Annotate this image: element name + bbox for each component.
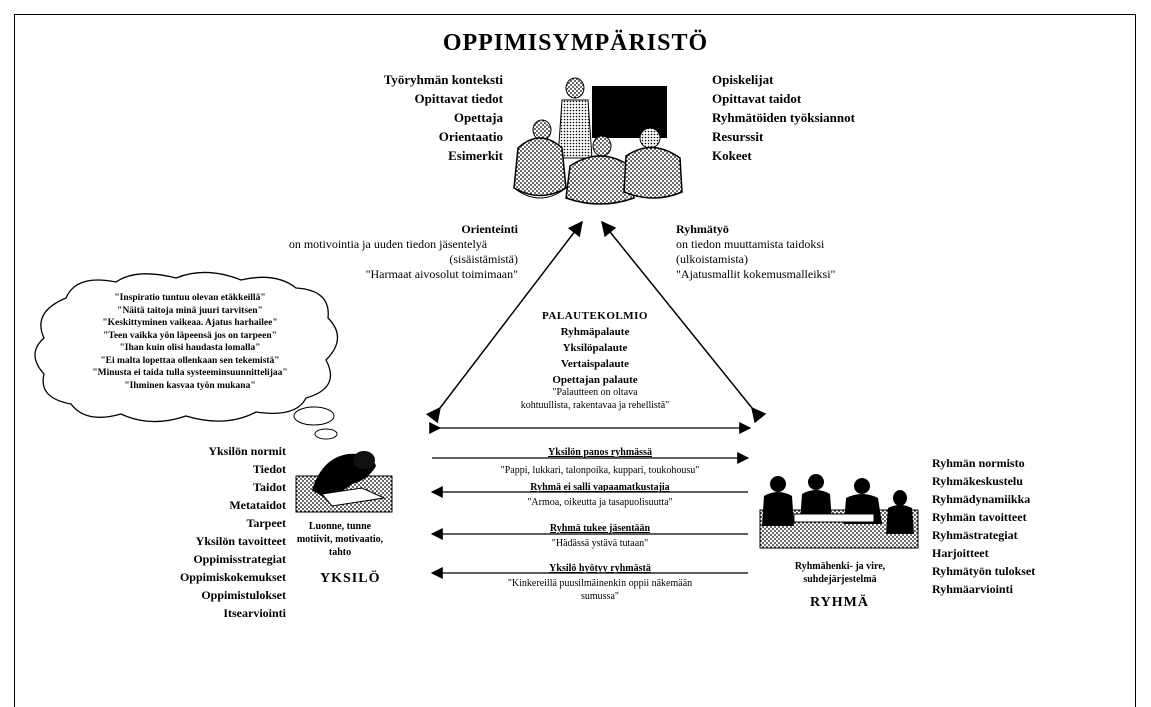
group-item: Ryhmädynamiikka: [932, 492, 1031, 506]
thought-line: "Minusta ei taida tulla systeeminsuunnit…: [92, 368, 288, 378]
group-item: Ryhmän tavoitteet: [932, 510, 1027, 524]
group-item: Ryhmän normisto: [932, 456, 1025, 470]
group-list: Ryhmän normisto Ryhmäkeskustelu Ryhmädyn…: [932, 454, 1122, 598]
arrow-label-1: Yksilön panos ryhmässä "Pappi, lukkari, …: [450, 446, 750, 477]
env-left-item: Opettaja: [453, 110, 503, 125]
individual-item: Tarpeet: [246, 516, 286, 530]
group-item: Harjoitteet: [932, 546, 989, 560]
individual-caption: Luonne, tunne motiivit, motivaatio, taht…: [286, 520, 394, 559]
group-label: RYHMÄ: [810, 595, 869, 610]
arrow-orientation: [425, 220, 583, 424]
arrow-label-quote: sumussa": [581, 591, 619, 602]
group-illustration: [759, 474, 919, 549]
feedback-quote-line: kohtuullista, rakentavaa ja rehellistä": [520, 400, 670, 411]
env-left-item: Esimerkit: [448, 148, 503, 163]
group-caption-line: Ryhmähenki- ja vire,: [794, 561, 886, 572]
arrow-label-quote: "Armoa, oikeutta ja tasapuolisuutta": [527, 497, 673, 508]
env-right-item: Resurssit: [712, 129, 764, 144]
group-item: Ryhmästrategiat: [932, 528, 1018, 542]
arrow-groupwork: [601, 220, 767, 424]
individual-item: Tiedot: [252, 462, 286, 476]
individual-illustration: [295, 451, 393, 513]
thought-line: "Teen vaikka yön läpeensä jos on tarpeen…: [103, 330, 277, 341]
diagram-title: OPPIMISYMPÄRISTÖ: [442, 30, 709, 56]
group-caption-line: suhdejärjestelmä: [803, 574, 877, 585]
arrow-label-quote: "Hädässä ystävä tutaan": [551, 538, 649, 549]
arrow-label-title: Ryhmä tukee jäsentään: [549, 523, 651, 534]
individual-item: Oppimisstrategiat: [193, 552, 286, 566]
env-right-item: Opittavat taidot: [712, 91, 802, 106]
env-left-item: Työryhmän konteksti: [383, 72, 503, 87]
environment-right-list: Opiskelijat Opittavat taidot Ryhmätöiden…: [712, 70, 952, 165]
thought-line: "Ihan kuin olisi haudasta lomalla": [119, 343, 261, 353]
group-item: Ryhmäarviointi: [932, 582, 1013, 596]
thought-cloud: [34, 271, 339, 440]
arrow-label-quote: "Kinkereillä puusilmäinenkin oppii näkem…: [507, 578, 693, 589]
arrow-label-3: Ryhmä tukee jäsentään "Hädässä ystävä tu…: [450, 522, 750, 550]
env-right-item: Kokeet: [712, 148, 752, 163]
feedback-quote-line: "Palautteen on oltava: [552, 387, 638, 398]
arrow-label-title: Yksilö hyötyy ryhmästä: [549, 563, 651, 574]
arrow-label-title: Yksilön panos ryhmässä: [548, 447, 652, 458]
thought-line: "Keskittyminen vaikeaa. Ajatus harhailee…: [102, 318, 278, 328]
individual-caption-line: tahto: [328, 547, 352, 558]
arrow-label-quote: "Pappi, lukkari, talonpoika, kuppari, to…: [500, 465, 700, 476]
thought-line: "Inspiratio tuntuu olevan etäkkeillä": [114, 293, 266, 303]
diagram-frame: [14, 14, 1136, 707]
env-right-item: Opiskelijat: [712, 72, 774, 87]
group-caption: Ryhmähenki- ja vire, suhdejärjestelmä: [770, 560, 910, 586]
individual-item: Metataidot: [229, 498, 286, 512]
arrow-label-2: Ryhmä ei salli vapaamatkustajia "Armoa, …: [450, 481, 750, 509]
individual-item: Yksilön normit: [208, 444, 286, 458]
individual-caption-line: motiivit, motivaatio,: [296, 534, 384, 545]
classroom-illustration: [513, 77, 683, 205]
individual-item: Oppimiskokemukset: [179, 570, 286, 584]
thought-line: "Ei malta lopettaa ollenkaan sen tekemis…: [100, 355, 280, 366]
thought-line: "Näitä taitoja minä juuri tarvitsen": [117, 305, 263, 316]
individual-item: Itsearviointi: [223, 606, 286, 620]
individual-item: Oppimistulokset: [201, 588, 286, 602]
individual-list: Yksilön normit Tiedot Taidot Metataidot …: [90, 442, 286, 622]
env-left-item: Opittavat tiedot: [414, 91, 503, 106]
thought-line: "Ihminen kasvaa työn mukana": [124, 380, 256, 391]
thought-lines: "Inspiratio tuntuu olevan etäkkeillä" "N…: [40, 292, 340, 392]
individual-item: Taidot: [253, 480, 286, 494]
arrow-label-4: Yksilö hyötyy ryhmästä "Kinkereillä puus…: [450, 562, 750, 603]
individual-caption-line: Luonne, tunne: [308, 521, 372, 532]
feedback-quote: "Palautteen on oltava kohtuullista, rake…: [465, 386, 725, 412]
env-left-item: Orientaatio: [438, 129, 503, 144]
environment-left-list: Työryhmän konteksti Opittavat tiedot Ope…: [283, 70, 503, 165]
group-item: Ryhmätyön tulokset: [932, 564, 1036, 578]
individual-item: Yksilön tavoitteet: [195, 534, 286, 548]
arrow-label-title: Ryhmä ei salli vapaamatkustajia: [530, 482, 670, 493]
individual-label: YKSILÖ: [320, 571, 381, 586]
group-item: Ryhmäkeskustelu: [932, 474, 1023, 488]
env-right-item: Ryhmätöiden työksiannot: [712, 110, 855, 125]
